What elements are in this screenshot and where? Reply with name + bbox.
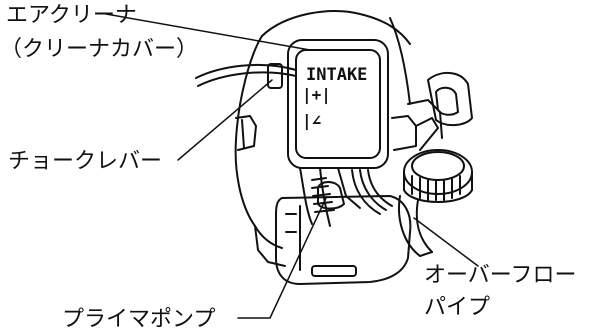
primer-pump-label: プライマポンプ [62, 307, 216, 332]
overflow-pipe-label-line1: オーバーフロー [424, 263, 577, 288]
leader-primer-pump [237, 197, 327, 319]
leader-air-cleaner [105, 13, 311, 51]
overflow-pipe-label-line2: パイプ [424, 295, 491, 320]
air-cleaner-cover-inner [295, 49, 381, 159]
choke-lever [267, 63, 283, 89]
throttle-body [391, 115, 417, 151]
overflow-pipe [398, 195, 421, 257]
tank-foot [311, 265, 357, 277]
choke-lever-label: チョークレバー [8, 149, 163, 174]
fuel-line [195, 63, 297, 79]
engine-top-housing [261, 9, 411, 45]
air-cleaner-cover [287, 39, 389, 169]
choke-marking-2: |∠ [302, 111, 321, 131]
air-cleaner-cover-label: （クリーナカバー） [0, 37, 199, 62]
engine-back-housing [389, 17, 411, 105]
choke-marking-1: |+| [302, 85, 331, 105]
shaft-stub [235, 115, 257, 151]
intake-marking: INTAKE [306, 65, 367, 85]
leader-choke-lever [177, 79, 273, 161]
leader-overflow-pipe [413, 217, 479, 267]
fuel-tank [275, 195, 412, 285]
fuel-filler-knob [427, 72, 473, 126]
